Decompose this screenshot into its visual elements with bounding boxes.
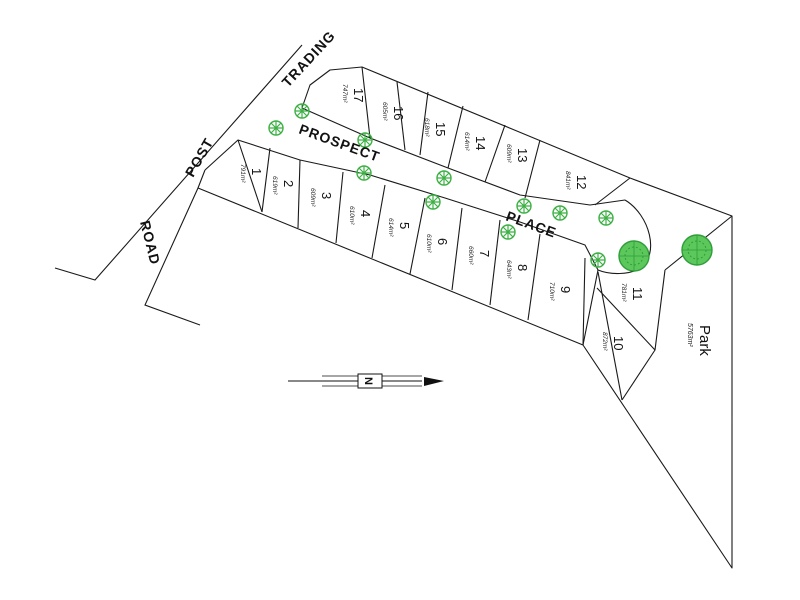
lot-area: 841m² <box>564 171 571 190</box>
lot-labels: 1 791m² 2 619m² 3 609m² 4 610m² 5 614m² … <box>239 84 645 351</box>
tree-icon <box>294 103 310 119</box>
lot-number: 2 <box>281 180 296 187</box>
lot-9[interactable]: 9 710m² <box>548 282 573 301</box>
lot-area: 747m² <box>341 84 348 103</box>
lot-number: 11 <box>630 287 645 301</box>
park-label: Park 5763m² <box>686 323 713 356</box>
lot-area: 619m² <box>271 176 278 195</box>
tree-icon <box>436 170 452 186</box>
lot-area: 791m² <box>239 164 246 183</box>
tree-icon <box>356 165 372 181</box>
lot-15[interactable]: 15 618m² <box>423 118 448 137</box>
street-trees <box>268 103 713 272</box>
arrow-head-icon <box>424 377 444 386</box>
north-arrow: N <box>288 373 444 389</box>
park-tree-icon <box>681 234 713 266</box>
lot-number: 10 <box>611 336 626 350</box>
lot-16[interactable]: 16 605m² <box>381 102 406 121</box>
lot-17[interactable]: 17 747m² <box>341 84 366 103</box>
lot-4[interactable]: 4 610m² <box>348 206 373 225</box>
north-label: N <box>362 377 374 385</box>
road-label-road: ROAD <box>137 219 163 267</box>
lot-area: 710m² <box>548 282 555 301</box>
lot-13[interactable]: 13 609m² <box>505 144 530 163</box>
park-area: 5763m² <box>686 323 693 347</box>
lot-area: 605m² <box>381 102 388 121</box>
tree-icon <box>500 224 516 240</box>
road-label-post: POST <box>182 135 217 179</box>
road-labels: TRADING POST ROAD PROSPECT PLACE <box>137 27 559 266</box>
lot-11[interactable]: 11 781m² <box>620 283 645 302</box>
trading-post-road <box>54 44 303 326</box>
lot-1[interactable]: 1 791m² <box>239 164 264 183</box>
lot-area: 609m² <box>309 188 316 207</box>
lot-12[interactable]: 12 841m² <box>564 171 589 190</box>
lot-3[interactable]: 3 609m² <box>309 188 334 207</box>
lot-area: 614m² <box>463 132 470 151</box>
lot-lines <box>237 66 733 401</box>
lot-number: 9 <box>558 286 573 293</box>
lot-area: 610m² <box>348 206 355 225</box>
lot-number: 16 <box>391 106 406 120</box>
lot-number: 4 <box>358 210 373 217</box>
lot-8[interactable]: 8 643m² <box>505 260 530 279</box>
lot-10[interactable]: 10 872m² <box>601 332 626 351</box>
lot-area: 609m² <box>505 144 512 163</box>
tree-icon <box>590 252 606 268</box>
lot-7[interactable]: 7 660m² <box>467 246 492 265</box>
lot-number: 6 <box>435 238 450 245</box>
lot-area: 618m² <box>423 118 430 137</box>
road-label-trading: TRADING <box>278 27 338 90</box>
lot-area: 872m² <box>601 332 608 351</box>
tree-icon <box>552 205 568 221</box>
lot-number: 5 <box>397 222 412 229</box>
lot-number: 17 <box>351 88 366 102</box>
tree-icon <box>268 120 284 136</box>
park-name: Park <box>696 325 713 356</box>
lot-number: 14 <box>473 136 488 150</box>
lot-number: 8 <box>515 264 530 271</box>
lot-area: 643m² <box>505 260 512 279</box>
lot-number: 13 <box>515 148 530 162</box>
lot-area: 614m² <box>387 218 394 237</box>
lot-number: 7 <box>477 250 492 257</box>
tree-icon <box>425 194 441 210</box>
park-tree-icon <box>618 240 650 272</box>
tree-icon <box>598 210 614 226</box>
lot-number: 12 <box>574 175 589 189</box>
lot-5[interactable]: 5 614m² <box>387 218 412 237</box>
lot-number: 15 <box>433 122 448 136</box>
lot-area: 781m² <box>620 283 627 302</box>
lot-14[interactable]: 14 614m² <box>463 132 488 151</box>
lot-area: 660m² <box>467 246 474 265</box>
lot-6[interactable]: 6 610m² <box>425 234 450 253</box>
lot-number: 1 <box>249 168 264 175</box>
lot-number: 3 <box>319 192 334 199</box>
lot-2[interactable]: 2 619m² <box>271 176 296 195</box>
lot-area: 610m² <box>425 234 432 253</box>
road-label-prospect: PROSPECT <box>297 121 382 165</box>
